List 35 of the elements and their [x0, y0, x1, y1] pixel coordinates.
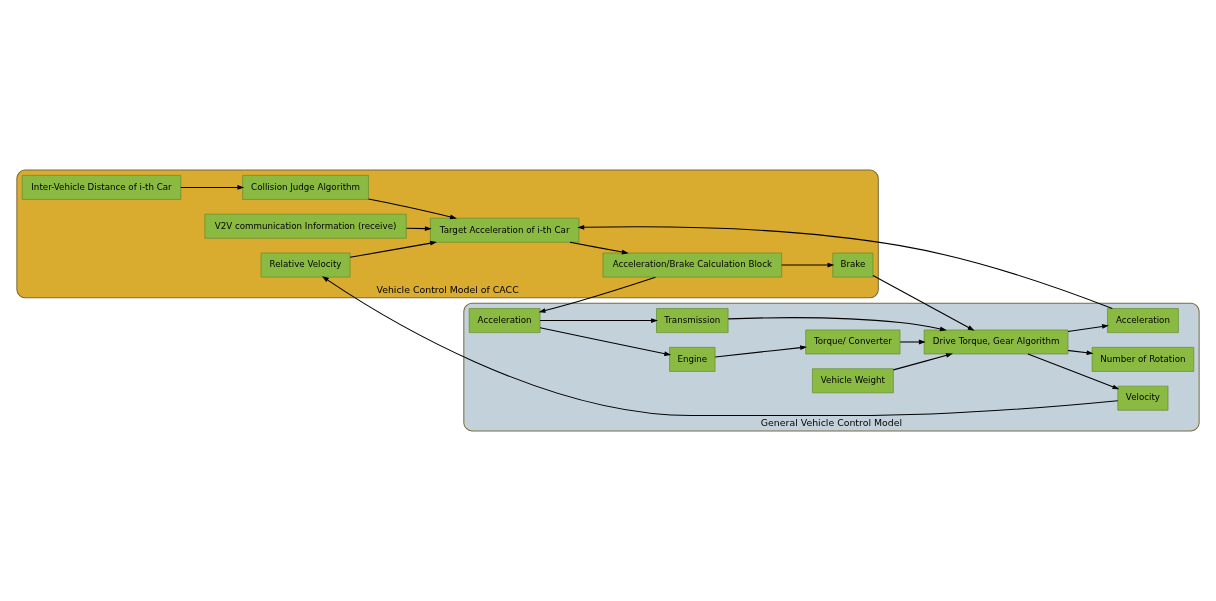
arrow	[569, 241, 629, 255]
arrow	[1067, 324, 1109, 333]
node-box: Engine	[669, 347, 716, 372]
arrow	[539, 318, 658, 323]
node-box: Number of Rotation	[1091, 347, 1195, 372]
arrow	[892, 353, 953, 371]
node-box: Acceleration	[468, 308, 541, 333]
node-box: Velocity	[1117, 385, 1169, 411]
node-box: Brake	[832, 252, 874, 278]
arrow	[781, 262, 835, 268]
arrow	[322, 276, 1119, 417]
node-box: Acceleration	[1107, 308, 1179, 333]
arrow	[539, 327, 672, 357]
arrow	[406, 226, 432, 232]
arrow	[180, 185, 245, 190]
node-box: Transmission	[656, 308, 729, 333]
node-box: Acceleration/Brake Calculation Block	[602, 252, 782, 278]
arrow	[538, 276, 656, 313]
node-box: Torque/ Converter	[805, 329, 901, 355]
node-box: Inter-Vehicle Distance of i-th Car	[21, 175, 182, 200]
node-box: Relative Velocity	[260, 252, 351, 278]
arrow	[714, 345, 807, 358]
node-box: Target Acceleration of i-th Car	[430, 217, 580, 243]
arrow	[1067, 349, 1094, 356]
arrow	[349, 240, 437, 258]
arrow	[727, 317, 947, 332]
node-box: V2V communication Information (receive)	[204, 213, 407, 239]
arrow	[899, 339, 926, 345]
node-box: Collision Judge Algorithm	[242, 175, 369, 200]
arrow	[577, 224, 1113, 310]
arrow	[367, 198, 457, 220]
node-box: Vehicle Weight	[812, 368, 894, 394]
node-box: Drive Torque, Gear Algorithm	[923, 329, 1069, 355]
arrow	[1027, 353, 1120, 390]
arrow	[872, 275, 975, 331]
